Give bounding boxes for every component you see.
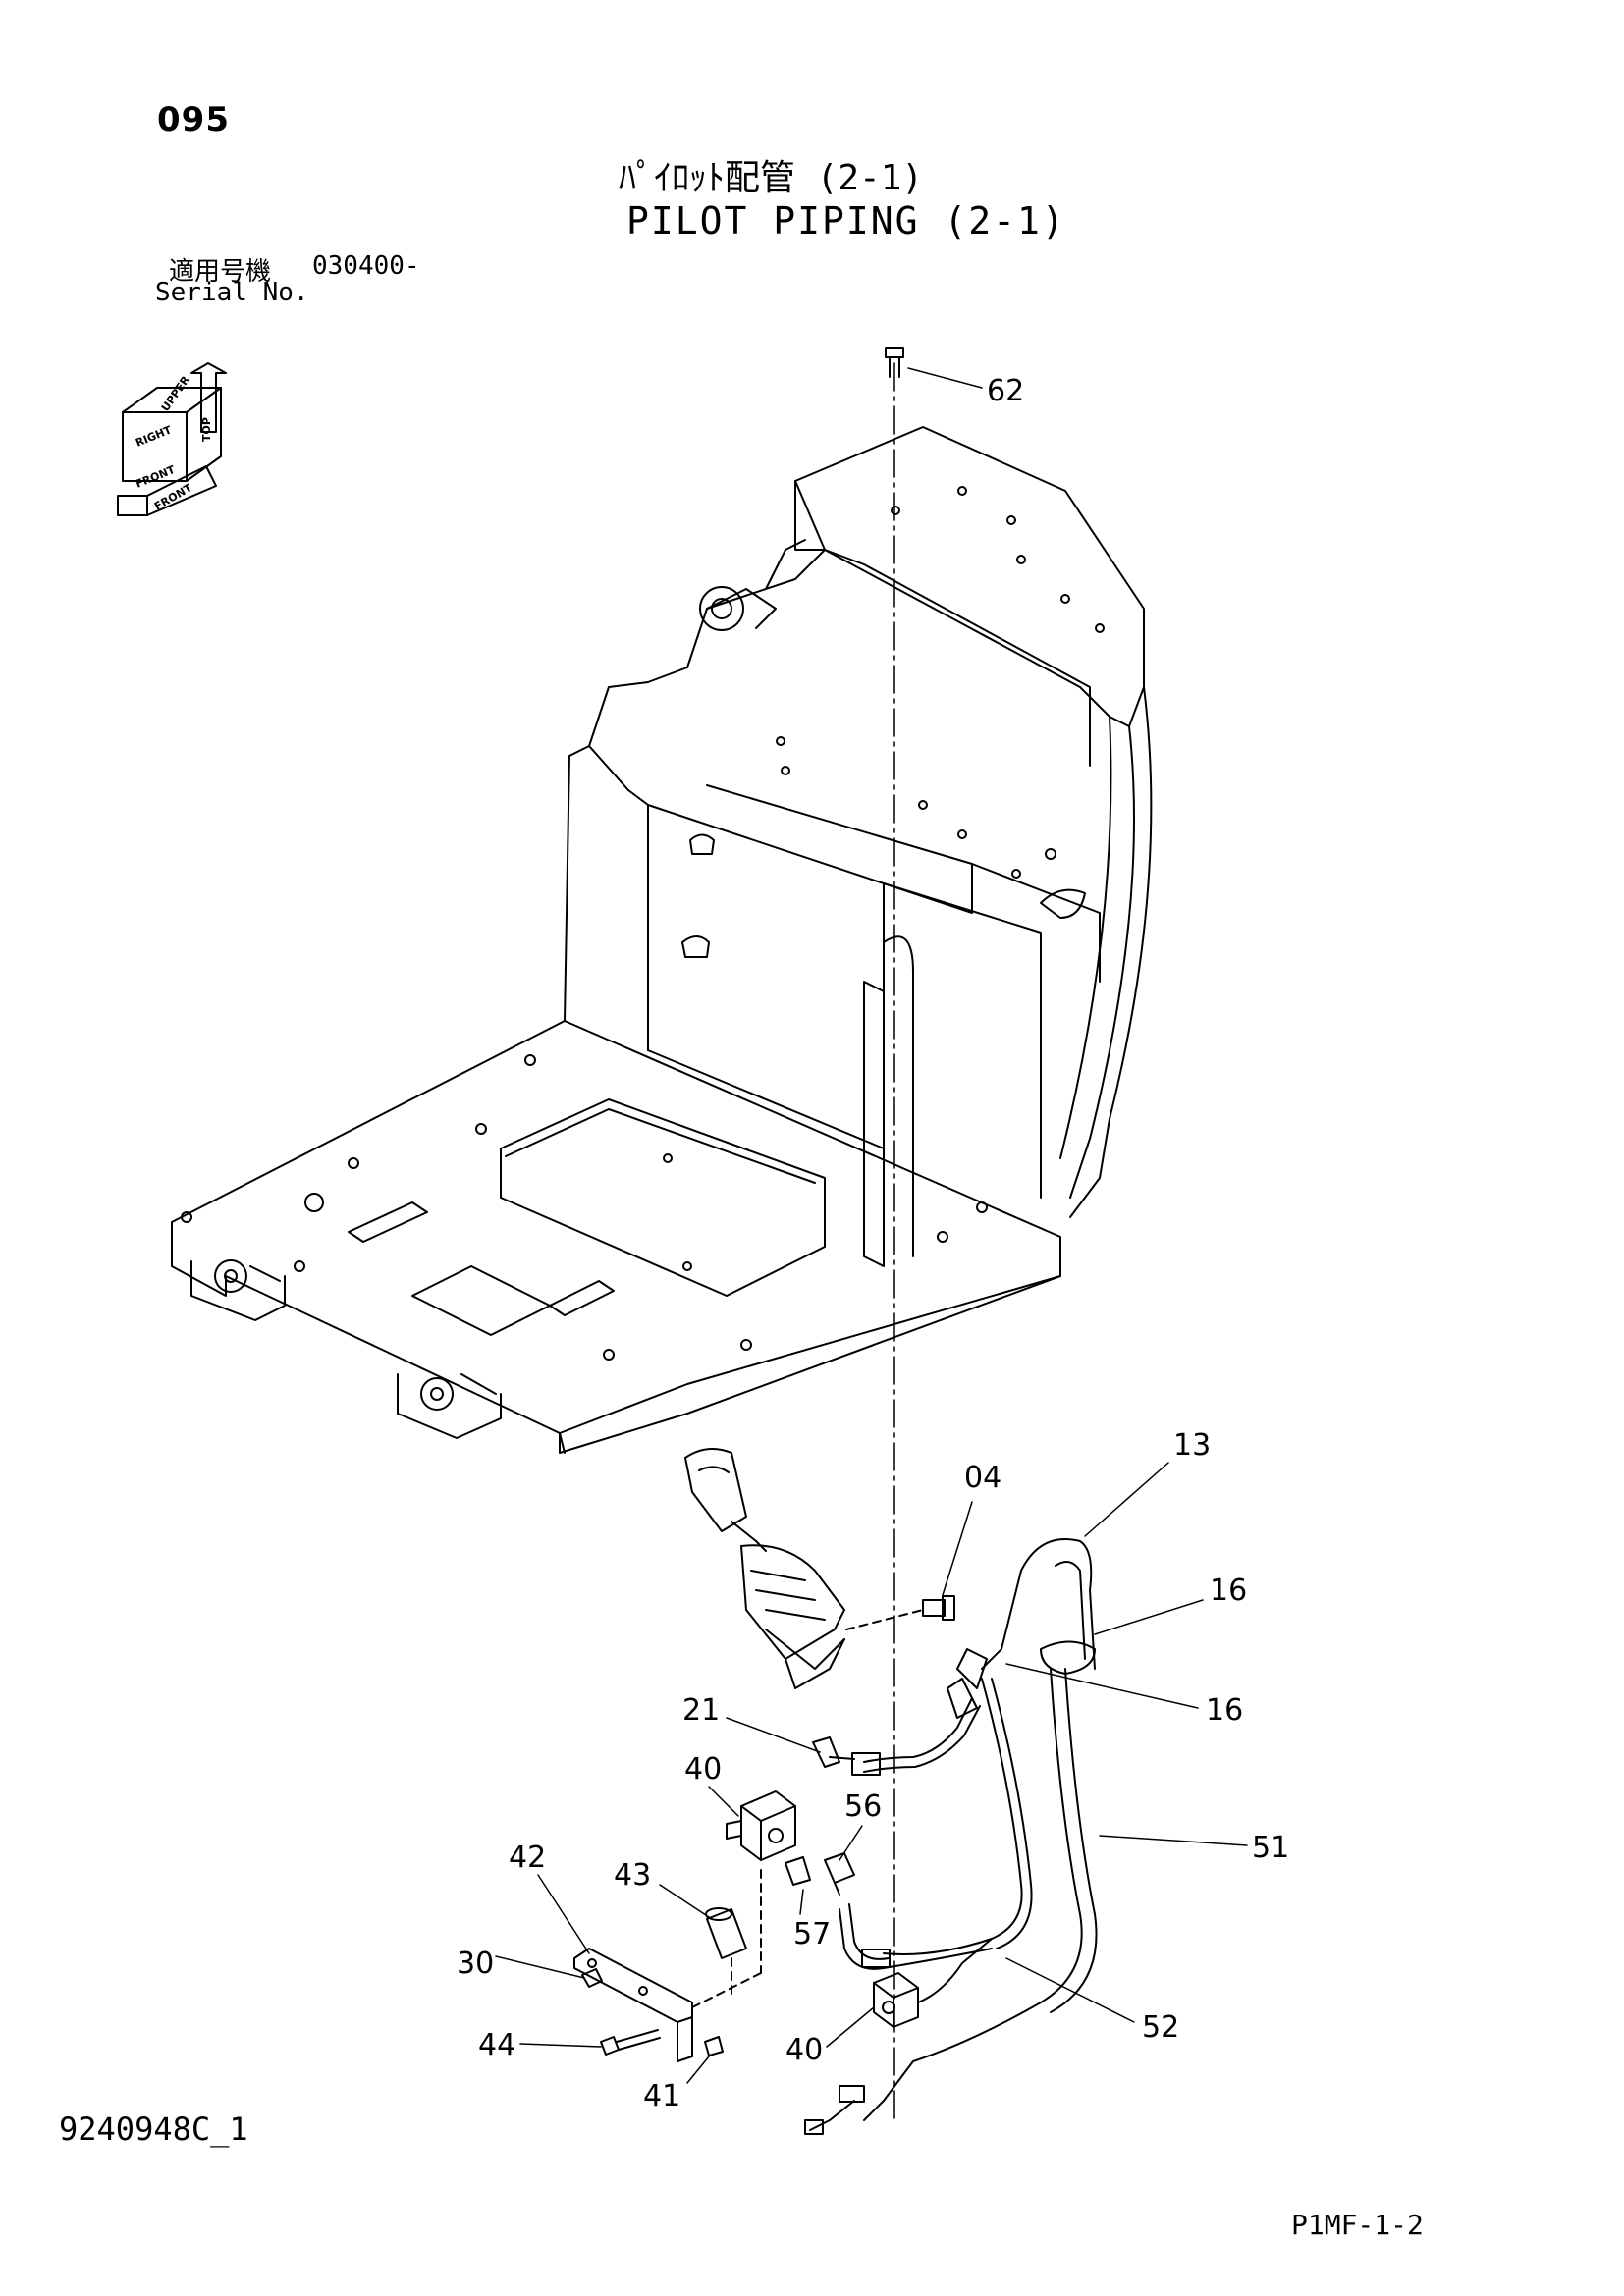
lower-end-hose bbox=[804, 1938, 993, 2135]
hose-51 bbox=[863, 1668, 1098, 2121]
dir-label-top: TOP bbox=[200, 417, 213, 442]
serial-label-english: Serial No. bbox=[155, 278, 309, 307]
callout-41: 41 bbox=[643, 2079, 680, 2113]
dir-label-right: RIGHT bbox=[134, 423, 174, 450]
elbow-04 bbox=[845, 1595, 955, 1630]
callout-62: 62 bbox=[987, 374, 1024, 408]
hose-52 bbox=[883, 1678, 1033, 1955]
page-number: 095 bbox=[157, 100, 230, 139]
callout-57: 57 bbox=[793, 1917, 831, 1951]
dir-label-front: FRONT bbox=[134, 463, 177, 491]
callout-16-upper: 16 bbox=[1210, 1574, 1247, 1608]
drawing-number: 9240948C_1 bbox=[59, 2110, 248, 2148]
nut-30 bbox=[581, 1968, 603, 1988]
callout-16-lower: 16 bbox=[1206, 1693, 1243, 1728]
callout-40-lower: 40 bbox=[785, 2033, 823, 2067]
console-frame bbox=[564, 426, 1153, 1267]
bolt-44 bbox=[600, 2029, 661, 2056]
floor-plate bbox=[171, 1020, 1061, 1454]
callout-13: 13 bbox=[1173, 1428, 1211, 1463]
callout-56: 56 bbox=[844, 1789, 882, 1824]
callout-44: 44 bbox=[478, 2028, 515, 2062]
rubber-mount-left bbox=[190, 1259, 286, 1321]
callout-30: 30 bbox=[457, 1947, 494, 1981]
dir-label-upper: UPPER bbox=[159, 373, 192, 414]
serial-value: 030400- bbox=[312, 251, 420, 281]
nut-41 bbox=[704, 2036, 724, 2056]
callout-43: 43 bbox=[614, 1858, 651, 1893]
title-japanese: ﾊﾟｲﾛｯﾄ配管 (2-1) bbox=[619, 158, 924, 198]
spacer-43 bbox=[691, 1869, 762, 2008]
pilot-hose bbox=[851, 1697, 981, 1776]
page-code: P1MF-1-2 bbox=[1291, 2209, 1424, 2241]
callout-labels: 62 13 04 16 16 21 40 56 51 42 43 57 30 5… bbox=[457, 374, 1289, 2113]
pilot-valve-joystick bbox=[684, 1448, 845, 1689]
leader-lines bbox=[495, 367, 1248, 2084]
lower-hose bbox=[839, 1903, 993, 1970]
callout-42: 42 bbox=[509, 1841, 546, 1875]
fitting-57 bbox=[785, 1856, 811, 1886]
rubber-mount-right bbox=[397, 1373, 502, 1439]
callout-40-upper: 40 bbox=[684, 1752, 722, 1787]
valve-block-40-lower bbox=[873, 1972, 919, 2028]
clamp-duct-13 bbox=[947, 1538, 1096, 1719]
bracket-42 bbox=[573, 1948, 693, 2062]
fitting-56 bbox=[824, 1852, 855, 1896]
title-english: PILOT PIPING (2-1) bbox=[626, 199, 1066, 242]
callout-51: 51 bbox=[1252, 1831, 1289, 1865]
valve-block-40-upper bbox=[726, 1790, 796, 1861]
callout-04: 04 bbox=[964, 1461, 1001, 1495]
bolt-62-icon bbox=[885, 347, 904, 378]
direction-indicator-icon bbox=[117, 362, 227, 516]
callout-52: 52 bbox=[1142, 2010, 1179, 2045]
serial-label-japanese: 適用号機 bbox=[169, 257, 272, 287]
callout-21: 21 bbox=[682, 1693, 720, 1728]
elbow-21 bbox=[812, 1736, 855, 1768]
